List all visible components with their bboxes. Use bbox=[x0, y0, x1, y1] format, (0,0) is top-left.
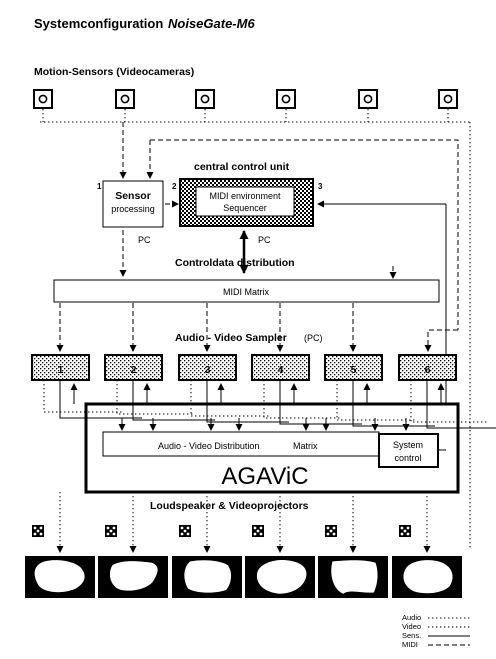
camera-sensor-icon bbox=[115, 89, 135, 122]
video-bus-line bbox=[206, 380, 289, 423]
video-bus-line bbox=[426, 380, 496, 429]
sensor-processing-line1: Sensor bbox=[115, 190, 151, 202]
sampler-label: Audio - Video Sampler bbox=[175, 332, 287, 344]
loudspeaker-icon bbox=[325, 525, 337, 537]
central-unit-number-right: 3 bbox=[318, 182, 323, 191]
loudspeaker-icon bbox=[179, 525, 191, 537]
camera-sensor-icon bbox=[438, 89, 458, 122]
loudspeaker-icon bbox=[399, 525, 411, 537]
sampler-suffix: (PC) bbox=[304, 333, 323, 343]
sampler-unit-number: 3 bbox=[205, 364, 211, 376]
distribution-label: Audio - Video Distribution bbox=[158, 441, 259, 451]
sampler-unit: 5 bbox=[324, 354, 383, 404]
bus-lines bbox=[43, 380, 496, 451]
output-channel bbox=[318, 492, 388, 598]
sampler-unit: 3 bbox=[178, 354, 237, 404]
central-unit-line1: MIDI environment bbox=[209, 191, 281, 201]
video-projection-icon bbox=[25, 556, 95, 598]
camera-sensor-icon bbox=[358, 89, 378, 122]
midi-to-sampler-arrow bbox=[424, 329, 458, 352]
camera-sensor-icon bbox=[195, 89, 215, 122]
loudspeaker-icon bbox=[32, 525, 44, 537]
video-bus-line bbox=[59, 380, 142, 419]
video-projection-icon bbox=[318, 556, 388, 598]
output-channel bbox=[172, 492, 242, 598]
output-row bbox=[25, 492, 462, 598]
loudspeaker-icon bbox=[252, 525, 264, 537]
camera-sensor-icon bbox=[33, 89, 53, 122]
agavic-label: AGAViC bbox=[221, 463, 308, 490]
loudspeaker-icon bbox=[105, 525, 117, 537]
sampler-unit-number: 1 bbox=[58, 364, 64, 376]
sampler-unit-number: 4 bbox=[278, 364, 284, 376]
sensor-processing-line2: processing bbox=[111, 204, 155, 214]
sampler-unit: 6 bbox=[398, 354, 457, 404]
sensors-label: Motion-Sensors (Videocameras) bbox=[34, 66, 194, 78]
sampler-unit: 4 bbox=[251, 354, 310, 404]
video-bus-line bbox=[132, 380, 215, 421]
legend-label: Sens. bbox=[402, 631, 421, 640]
camera-sensor-icon bbox=[276, 89, 296, 122]
central-unit-label: central control unit bbox=[194, 161, 290, 173]
central-unit-line2: Sequencer bbox=[223, 203, 267, 213]
audio-bus-line bbox=[336, 380, 415, 421]
system-control-line2: control bbox=[394, 453, 421, 463]
video-bus-line bbox=[279, 380, 362, 425]
title-main: Systemconfiguration bbox=[34, 16, 163, 31]
output-channel bbox=[98, 492, 168, 598]
midi-drops bbox=[56, 303, 458, 352]
sampler-unit: 1 bbox=[31, 354, 90, 404]
video-projection-icon bbox=[172, 556, 242, 598]
central-unit-pc: PC bbox=[258, 235, 271, 245]
midi-feedback-line bbox=[150, 139, 459, 330]
audio-bus-line bbox=[190, 380, 269, 417]
video-projection-icon bbox=[98, 556, 168, 598]
midi-matrix-box bbox=[53, 279, 440, 303]
output-channel bbox=[25, 492, 95, 598]
system-control-line1: System bbox=[393, 440, 423, 450]
audio-bus-line bbox=[43, 380, 122, 413]
distribution-matrix: Matrix bbox=[293, 441, 318, 451]
controldata-label: Controldata distribution bbox=[175, 257, 295, 269]
title-italic: NoiseGate-M6 bbox=[168, 16, 255, 31]
legend-label: MIDI bbox=[402, 640, 418, 649]
output-channel bbox=[245, 492, 315, 598]
midi-environment-box bbox=[195, 186, 295, 217]
output-channel bbox=[392, 492, 462, 598]
central-unit-number-left: 2 bbox=[172, 182, 177, 191]
legend-label: Audio bbox=[402, 613, 421, 622]
sensor-processing-number: 1 bbox=[97, 182, 102, 191]
sensor-processing-box bbox=[102, 180, 164, 228]
midi-matrix-label: MIDI Matrix bbox=[223, 287, 269, 297]
distribution-box bbox=[102, 431, 380, 457]
sampler-unit-number: 2 bbox=[131, 364, 137, 376]
system-control-box bbox=[378, 433, 439, 468]
sampler-unit-number: 6 bbox=[425, 364, 431, 376]
sampler-unit-number: 5 bbox=[351, 364, 357, 376]
video-projection-icon bbox=[245, 556, 315, 598]
sensor-processing-pc: PC bbox=[138, 235, 151, 245]
video-projection-icon bbox=[392, 556, 462, 598]
legend-label: Video bbox=[402, 622, 421, 631]
sensor-row bbox=[33, 89, 458, 122]
audio-bus-line bbox=[263, 380, 342, 419]
sampler-row: 1 2 3 4 5 6 bbox=[31, 354, 457, 404]
outputs-label: Loudspeaker & Videoprojectors bbox=[150, 500, 309, 512]
